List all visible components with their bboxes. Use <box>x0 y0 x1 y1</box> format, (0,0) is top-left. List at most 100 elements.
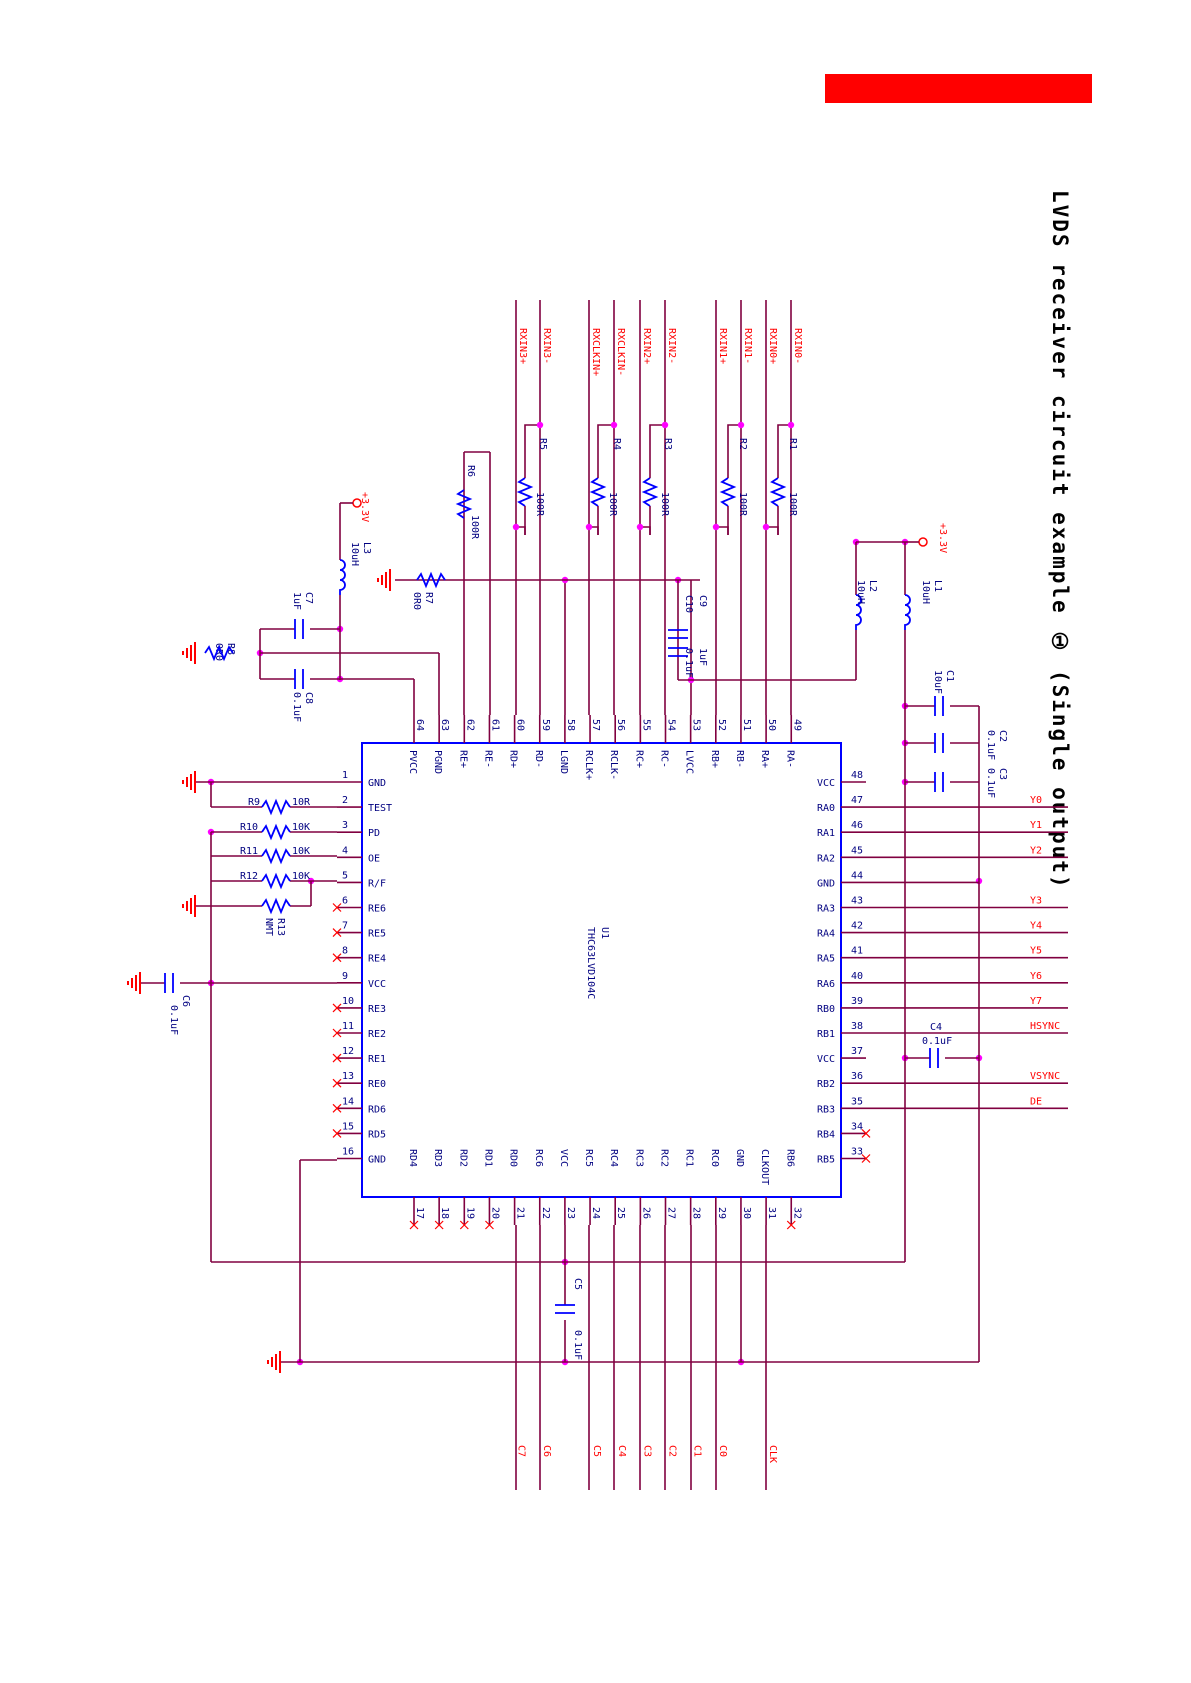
power-symbols: +3.3V +3.3V <box>339 492 948 553</box>
left-pin-number: 5 <box>342 870 348 881</box>
top-wires <box>413 300 792 715</box>
left-pin-name: RE2 <box>368 1029 386 1040</box>
r4-label: R4 <box>611 438 622 450</box>
left-pin-name: RE0 <box>368 1079 386 1090</box>
right-pin-name: RB5 <box>817 1155 835 1166</box>
r9-value: 10R <box>292 797 311 808</box>
left-pin-name: RD6 <box>368 1104 386 1115</box>
right-pin-number: 34 <box>851 1121 863 1132</box>
right-pin-name: RB0 <box>817 1004 835 1015</box>
r5-value: 100R <box>534 492 545 517</box>
bottom-pin-name: RD2 <box>457 1149 468 1167</box>
ic-ref: U1 <box>599 927 610 939</box>
right-pin-number: 44 <box>851 870 863 881</box>
left-pin-number: 16 <box>342 1147 354 1158</box>
top-pin-number: 58 <box>565 719 576 731</box>
left-pin-name: GND <box>368 1155 386 1166</box>
bottom-net-label: C6 <box>541 1445 552 1457</box>
left-pin-name: RE5 <box>368 929 386 940</box>
c8-value: 0.1uF <box>291 692 302 722</box>
component-labels: R5 100R R4 100R R3 100R R2 100R R1 100R … <box>168 438 1008 1360</box>
r11-value: 10K <box>292 846 310 857</box>
rxin-labels: RXIN3+RXIN3-RXCLKIN+RXCLKIN-RXIN2+RXIN2-… <box>517 328 803 376</box>
c2-value: 0.1uF <box>985 730 996 760</box>
right-pin-number: 46 <box>851 820 863 831</box>
left-pin-name: PD <box>368 828 380 839</box>
r6-value: 100R <box>469 515 480 540</box>
l2-value: 10uH <box>855 580 866 604</box>
bottom-pin-name: RD4 <box>407 1149 418 1167</box>
bottom-pin-name: RD0 <box>508 1149 519 1167</box>
top-pin-number: 54 <box>666 719 677 731</box>
bottom-net-label: C5 <box>591 1445 602 1457</box>
output-net-label: Y1 <box>1030 820 1042 831</box>
right-pin-number: 48 <box>851 770 863 781</box>
l3-value: 10uH <box>349 542 360 566</box>
top-pin-number: 56 <box>615 719 626 731</box>
r1-value: 100R <box>787 492 798 517</box>
inductor-symbols <box>339 559 911 630</box>
bottom-pin-name: RC3 <box>633 1149 644 1167</box>
bottom-pin-number: 23 <box>565 1207 576 1219</box>
top-pin-name: RC+ <box>633 750 644 768</box>
pvcc-network <box>259 529 439 680</box>
right-power-network <box>855 541 980 1362</box>
output-net-label: DE <box>1030 1096 1042 1107</box>
header-red-bar <box>825 74 1092 103</box>
c10-value: 0.1uF <box>683 648 694 678</box>
left-pin-number: 11 <box>342 1021 354 1032</box>
c5-label: C5 <box>572 1278 583 1290</box>
r6-label: R6 <box>465 465 476 477</box>
output-net-label: Y0 <box>1030 795 1042 806</box>
right-pin-name: RA5 <box>817 954 835 965</box>
r13-label: R13 <box>275 918 286 936</box>
r13-value: NMT <box>263 918 274 936</box>
left-pin-number: 6 <box>342 896 348 907</box>
r7-label: R7 <box>423 592 434 604</box>
left-pin-number: 3 <box>342 820 348 831</box>
r2-value: 100R <box>737 492 748 517</box>
right-pin-name: VCC <box>817 1054 835 1065</box>
input-net-label: RXIN1+ <box>717 328 728 364</box>
bottom-pin-name: RC0 <box>709 1149 720 1167</box>
r9-label: R9 <box>248 797 260 808</box>
r3-label: R3 <box>662 438 673 450</box>
output-net-label: HSYNC <box>1030 1021 1060 1032</box>
right-pin-name: RA6 <box>817 979 835 990</box>
input-net-label: RXIN3+ <box>517 328 528 364</box>
top-pin-name: RB+ <box>709 750 720 768</box>
bottom-pin-number: 22 <box>540 1207 551 1219</box>
left-pin-name: R/F <box>368 878 386 889</box>
bottom-pin-number: 21 <box>515 1207 526 1219</box>
left-pin-name: RE3 <box>368 1004 386 1015</box>
input-net-label: RXIN3- <box>541 328 552 364</box>
top-pin-name: PVCC <box>407 750 418 774</box>
top-pin-name: LGND <box>558 750 569 774</box>
c2-label: C2 <box>997 730 1008 742</box>
left-pin-number: 7 <box>342 921 348 932</box>
r1-label: R1 <box>787 438 798 450</box>
bottom-net-label: C1 <box>692 1445 703 1457</box>
left-pin-number: 14 <box>342 1096 354 1107</box>
top-pin-name: RCLK- <box>608 750 619 780</box>
right-pin-name: RA0 <box>817 803 835 814</box>
c9-label: C9 <box>697 595 708 607</box>
right-pin-number: 42 <box>851 921 863 932</box>
top-pin-name: PGND <box>432 750 443 774</box>
bottom-net-label: C3 <box>641 1445 652 1457</box>
bottom-pin-name: GND <box>734 1149 745 1167</box>
top-pin-name: RE- <box>482 750 493 768</box>
bottom-pin-number: 30 <box>741 1207 752 1219</box>
c1-value: 10uF <box>932 670 943 694</box>
output-net-label: Y4 <box>1030 921 1042 932</box>
input-net-label: RXIN1- <box>742 328 753 364</box>
right-pin-number: 38 <box>851 1021 863 1032</box>
left-network <box>140 781 979 1363</box>
left-pin-number: 8 <box>342 946 348 957</box>
top-pin-name: RD- <box>533 750 544 768</box>
bottom-pin-name: RC2 <box>659 1149 670 1167</box>
c6-value: 0.1uF <box>168 1005 179 1035</box>
